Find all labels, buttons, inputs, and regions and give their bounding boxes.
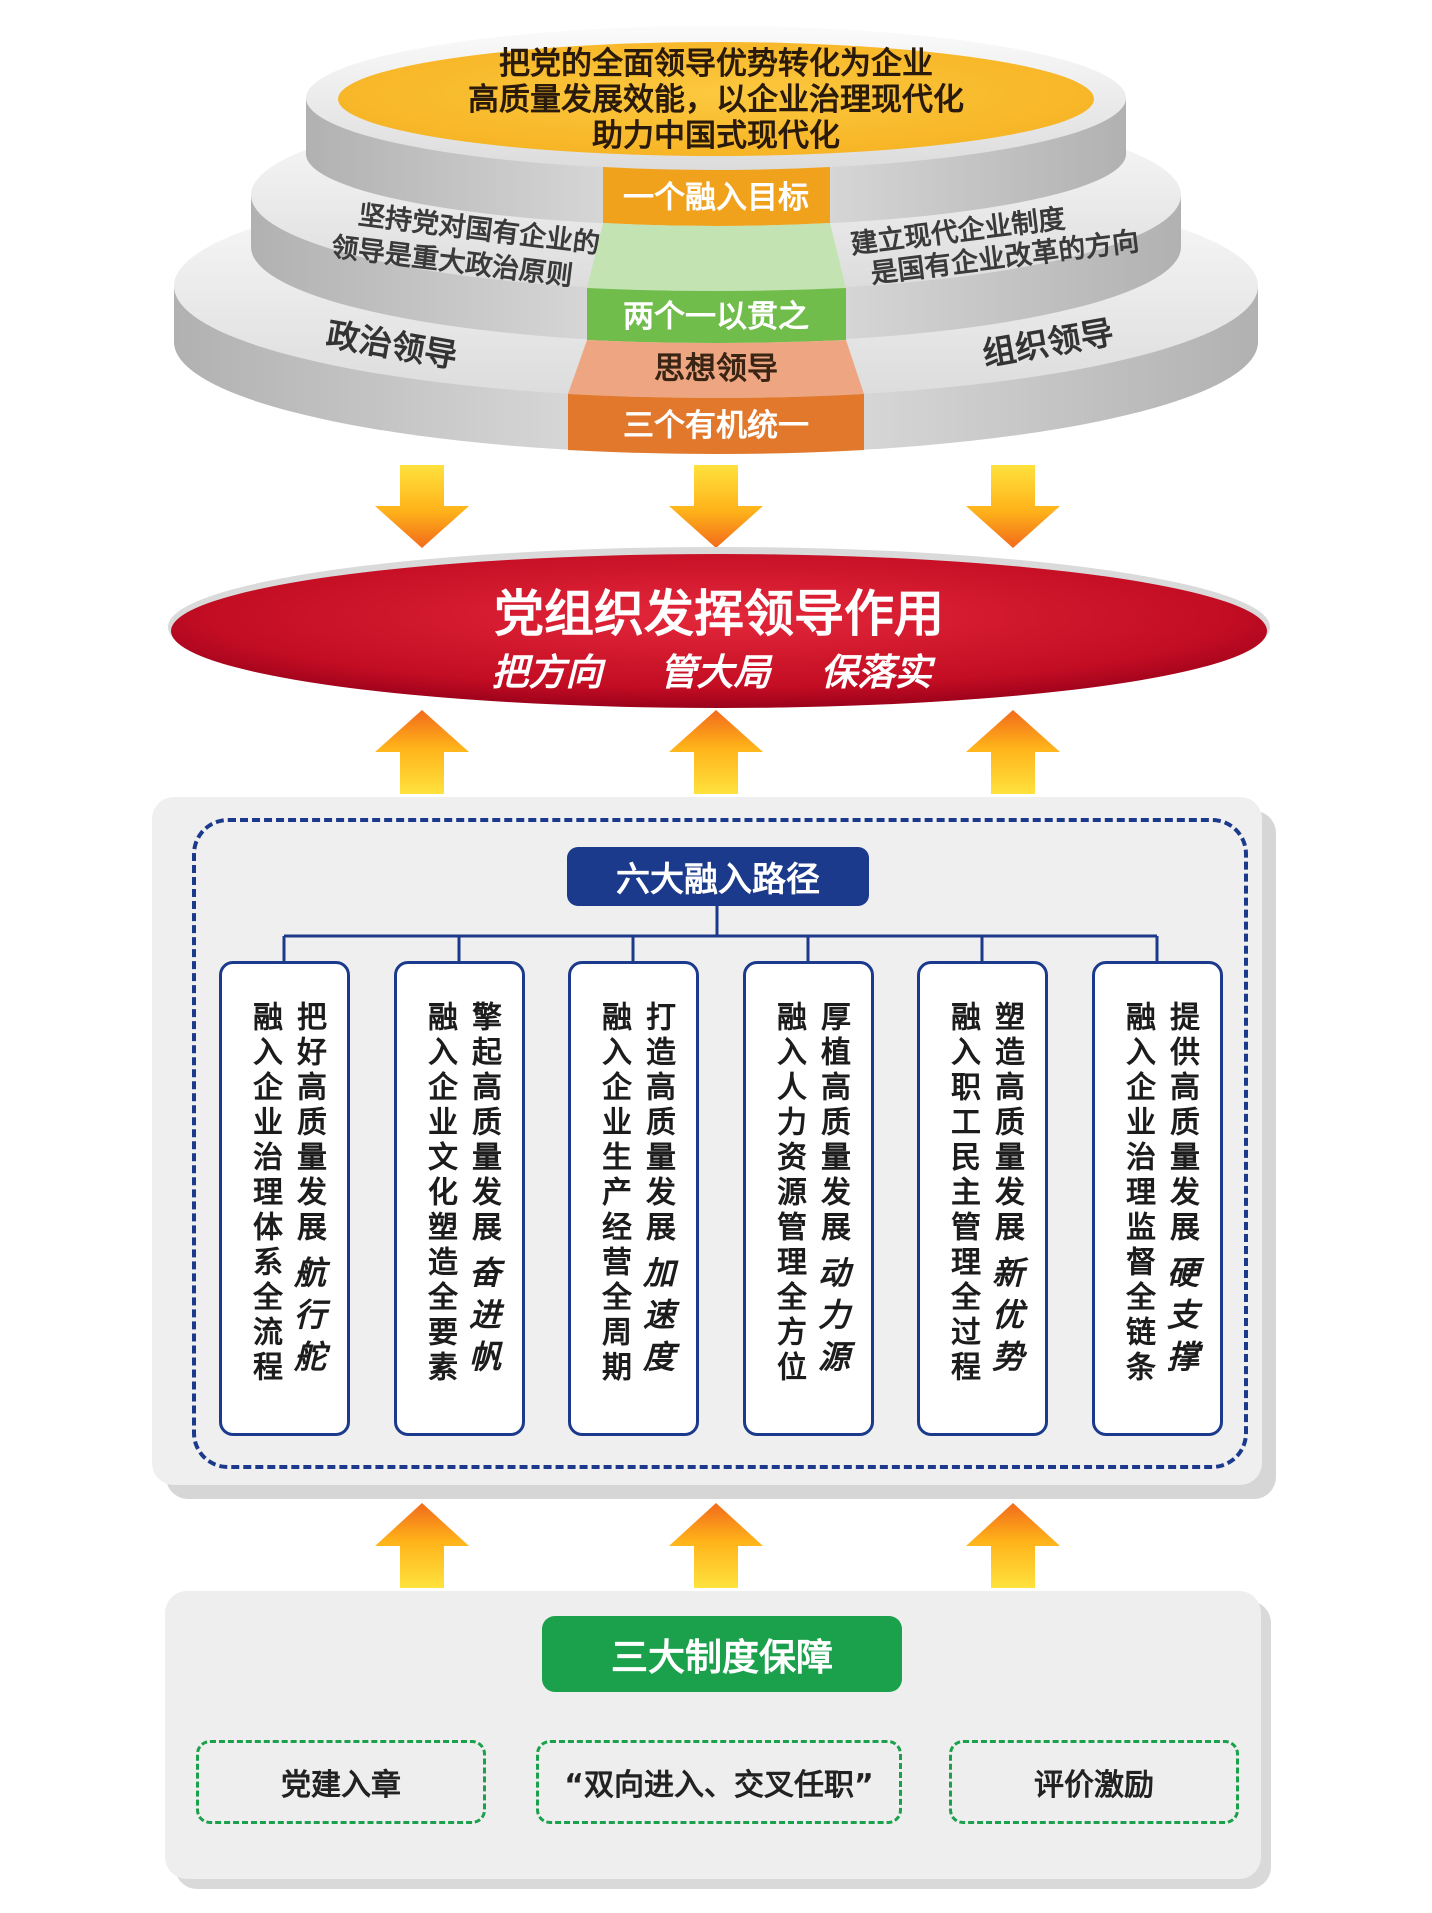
path-goal-text: 把好高质量发展 [291,1001,326,1246]
path-goal-column: 提供高质量发展硬支撑 [1162,1001,1200,1382]
paths-dashed-frame [192,818,1248,1469]
up-arrows-lower [375,1503,1060,1588]
column-consistency-block [587,288,846,343]
path-card-3: 融入企业生产经营全周期 打造高质量发展加速度 [568,961,699,1436]
path-goal-column: 塑造高质量发展新优势 [987,1001,1025,1382]
up-arrow-upper-right [966,710,1060,794]
goal-line-1: 把党的全面领导优势转化为企业 [499,46,933,82]
up-arrow-lower-left [375,1503,469,1588]
path-goal-text: 塑造高质量发展 [989,1001,1024,1246]
path-goal-column: 厚植高质量发展动力源 [813,1001,851,1382]
path-goal-text: 打造高质量发展 [640,1001,675,1246]
column-goal-block [603,167,830,226]
leadership-role-implementation: 保落实 [821,650,937,694]
pedestal: 把党的全面领导优势转化为企业 高质量发展效能，以企业治理现代化 助力中国式现代化… [174,26,1258,454]
column-consistency-label: 两个一以贯之 [623,299,809,335]
path-card-4: 融入人力资源管理全方位 厚植高质量发展动力源 [743,961,874,1436]
path-scope-text: 融入企业文化塑造全要素 [422,1001,457,1386]
path-card-5: 融入职工民主管理全过程 塑造高质量发展新优势 [917,961,1048,1436]
column-unity-label: 三个有机统一 [623,408,809,444]
up-arrow-lower-center [669,1503,763,1588]
path-scope-text: 融入职工民主管理全过程 [945,1001,980,1386]
path-goal-column: 把好高质量发展航行舵 [289,1001,327,1382]
path-card-1: 融入企业治理体系全流程 把好高质量发展航行舵 [219,961,350,1436]
column-goal-label: 一个融入目标 [623,180,809,216]
leadership-ellipse-body [171,554,1267,708]
up-arrows-upper [375,710,1060,794]
column-unity-block [568,394,864,454]
path-emphasis-text: 硬支撑 [1162,1256,1200,1382]
path-goal-text: 厚植高质量发展 [815,1001,850,1246]
guarantee-item-2: “双向进入、交叉任职” [536,1740,902,1824]
guarantee-item-1: 党建入章 [196,1740,486,1824]
down-arrow-center [669,465,763,548]
path-scope-text: 融入企业治理体系全流程 [247,1001,282,1386]
leadership-title: 党组织发挥领导作用 [494,585,944,643]
down-arrow-right [966,465,1060,548]
leadership-role-direction: 把方向 [492,650,607,694]
path-goal-column: 擎起高质量发展奋进帆 [464,1001,502,1382]
path-emphasis-text: 加速度 [638,1256,676,1382]
up-arrow-upper-left [375,710,469,794]
path-goal-text: 提供高质量发展 [1164,1001,1199,1246]
up-arrow-upper-center [669,710,763,794]
column-light-green-block [587,223,846,291]
column-ideological-block [568,340,864,398]
down-arrow-left [375,465,469,548]
guarantees-title: 三大制度保障 [542,1616,902,1692]
paths-connector-tree [282,906,1159,962]
paths-title: 六大融入路径 [567,847,869,906]
path-card-6: 融入企业治理监督全链条 提供高质量发展硬支撑 [1092,961,1223,1436]
guarantee-item-3: 评价激励 [949,1740,1239,1824]
up-arrow-lower-right [966,1503,1060,1588]
leadership-ellipse: 党组织发挥领导作用 把方向 管大局 保落实 [168,547,1270,708]
path-emphasis-text: 航行舵 [289,1256,327,1382]
path-goal-text: 擎起高质量发展 [466,1001,501,1246]
down-arrows [375,465,1060,548]
goal-ellipse [338,42,1094,156]
path-emphasis-text: 奋进帆 [464,1256,502,1382]
path-scope-text: 融入人力资源管理全方位 [771,1001,806,1386]
path-goal-column: 打造高质量发展加速度 [638,1001,676,1382]
path-emphasis-text: 新优势 [987,1256,1025,1382]
leadership-role-overall: 管大局 [660,650,774,694]
goal-line-3: 助力中国式现代化 [592,118,840,154]
path-scope-text: 融入企业治理监督全链条 [1120,1001,1155,1386]
column-ideological-label: 思想领导 [654,351,778,387]
path-card-2: 融入企业文化塑造全要素 擎起高质量发展奋进帆 [394,961,525,1436]
path-emphasis-text: 动力源 [813,1256,851,1382]
path-scope-text: 融入企业生产经营全周期 [596,1001,631,1386]
goal-line-2: 高质量发展效能，以企业治理现代化 [468,82,964,118]
